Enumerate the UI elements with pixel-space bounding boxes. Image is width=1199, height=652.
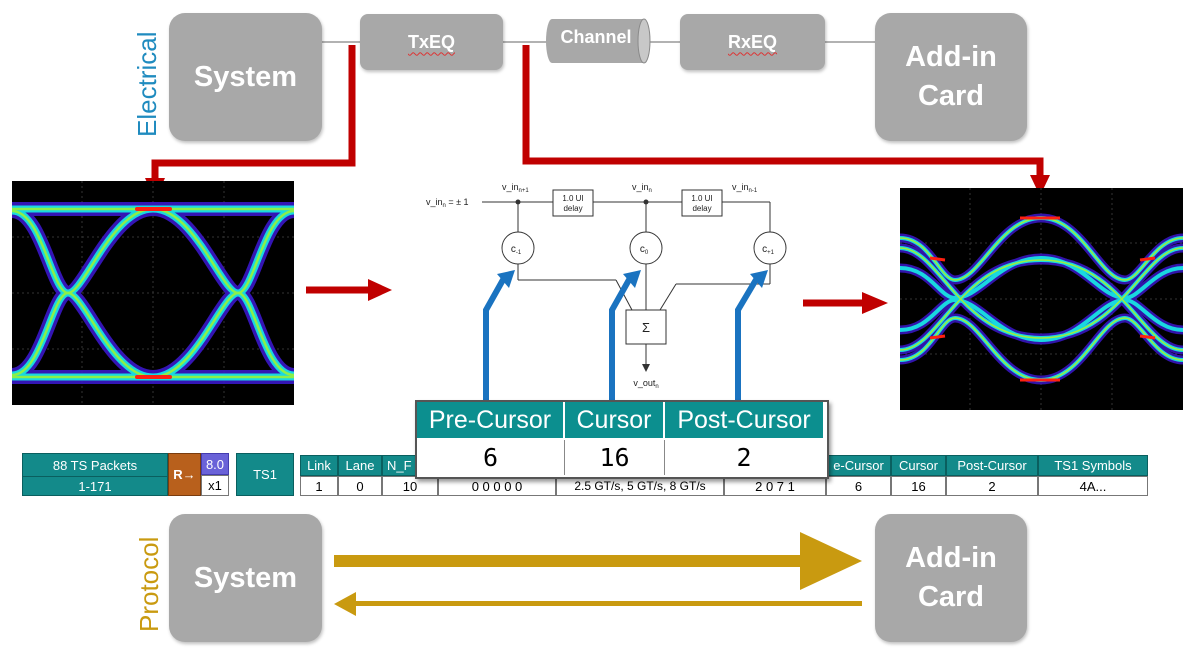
delay2-line2: delay <box>692 204 711 213</box>
blue-arrowhead-pre <box>497 270 515 288</box>
tap-plus-label: v_inn+1 <box>502 182 529 194</box>
hdr-lane: Lane <box>338 455 382 476</box>
coef-pre: c-1 <box>511 244 522 256</box>
val-cursor: 16 <box>891 476 946 496</box>
protocol-back-arrowhead <box>334 592 356 616</box>
flow-arrow-1 <box>368 279 392 301</box>
addin-line2: Card <box>917 80 985 112</box>
addin-card-box-electrical: Add-in Card <box>875 13 1027 141</box>
val-postcursor: 2 <box>946 476 1038 496</box>
hdr-symbols: TS1 Symbols <box>1038 455 1148 476</box>
rate-badge: 8.0 <box>201 453 229 475</box>
protocol-addin-line1: Add-in <box>905 542 997 574</box>
val-symbols: 4A... <box>1038 476 1148 496</box>
channel-cylinder: Channel <box>546 17 652 65</box>
system-box-protocol: System <box>169 514 322 642</box>
hdr-precursor: e-Cursor <box>826 455 891 476</box>
hdr-cursor: Cursor <box>891 455 946 476</box>
hdr-nfts: N_F <box>382 455 422 476</box>
protocol-forward-arrowhead <box>800 532 862 590</box>
tap-minus-label: v_inn-1 <box>732 182 758 194</box>
val-link: 1 <box>300 476 338 496</box>
hdr-post-cursor: Post-Cursor <box>665 402 823 438</box>
hdr-pre-cursor: Pre-Cursor <box>417 402 565 438</box>
val-rates: 2.5 GT/s, 5 GT/s, 8 GT/s <box>556 476 724 496</box>
rxeq-label: RxEQ <box>727 31 778 52</box>
cylinder-shape <box>546 18 651 64</box>
tap-n-label: v_inn <box>632 182 652 194</box>
right-eye-down-arrow <box>1030 175 1050 196</box>
blue-arrowhead-main <box>623 270 641 288</box>
delay2-line1: 1.0 UI <box>691 194 712 203</box>
ffe-equalizer-diagram: v_inn = ± 1 v_inn+1 v_inn v_inn-1 1.0 UI… <box>426 182 787 390</box>
val-post-cursor: 2 <box>736 443 752 472</box>
addin-card-box-protocol: Add-in Card <box>875 514 1027 642</box>
hdr-cursor-main: Cursor <box>565 402 665 438</box>
width-badge: x1 <box>201 475 229 496</box>
coef-post: c+1 <box>762 244 775 256</box>
output-label: v_outn <box>633 378 658 390</box>
delay1-line1: 1.0 UI <box>562 194 583 203</box>
eye-diagram-open <box>5 181 301 405</box>
txeq-box: TxEQ <box>360 14 503 70</box>
val-lane: 0 <box>338 476 382 496</box>
input-label: v_inn = ± 1 <box>426 197 469 209</box>
system-box-electrical: System <box>169 13 322 141</box>
protocol-addin-line2: Card <box>917 581 985 613</box>
sum-symbol: Σ <box>642 320 650 335</box>
val-precursor: 6 <box>826 476 891 496</box>
txeq-label: TxEQ <box>407 31 455 52</box>
hdr-link: Link <box>300 455 338 476</box>
ts-type[interactable]: TS1 <box>236 453 294 496</box>
val-nfts: 10 <box>382 476 438 496</box>
packets-range[interactable]: 1-171 <box>22 476 168 496</box>
addin-line1: Add-in <box>905 41 997 73</box>
blue-arrowhead-post <box>750 270 768 288</box>
flow-arrow-2 <box>862 292 888 314</box>
system-label: System <box>193 60 298 93</box>
rxeq-box: RxEQ <box>680 14 825 70</box>
cursor-table: Pre-Cursor Cursor Post-Cursor 6 16 2 <box>415 400 829 479</box>
direction-icon: R→ <box>168 453 201 496</box>
val-pre-cursor: 6 <box>417 440 565 475</box>
coef-main: c0 <box>640 244 649 256</box>
val-cursor-main: 16 <box>565 440 665 475</box>
protocol-system-label: System <box>193 561 298 594</box>
hdr-postcursor: Post-Cursor <box>946 455 1038 476</box>
eye-diagram-distorted <box>899 188 1184 410</box>
delay1-line2: delay <box>563 204 582 213</box>
packets-header[interactable]: 88 TS Packets <box>22 453 168 477</box>
channel-label: Channel <box>560 27 632 47</box>
